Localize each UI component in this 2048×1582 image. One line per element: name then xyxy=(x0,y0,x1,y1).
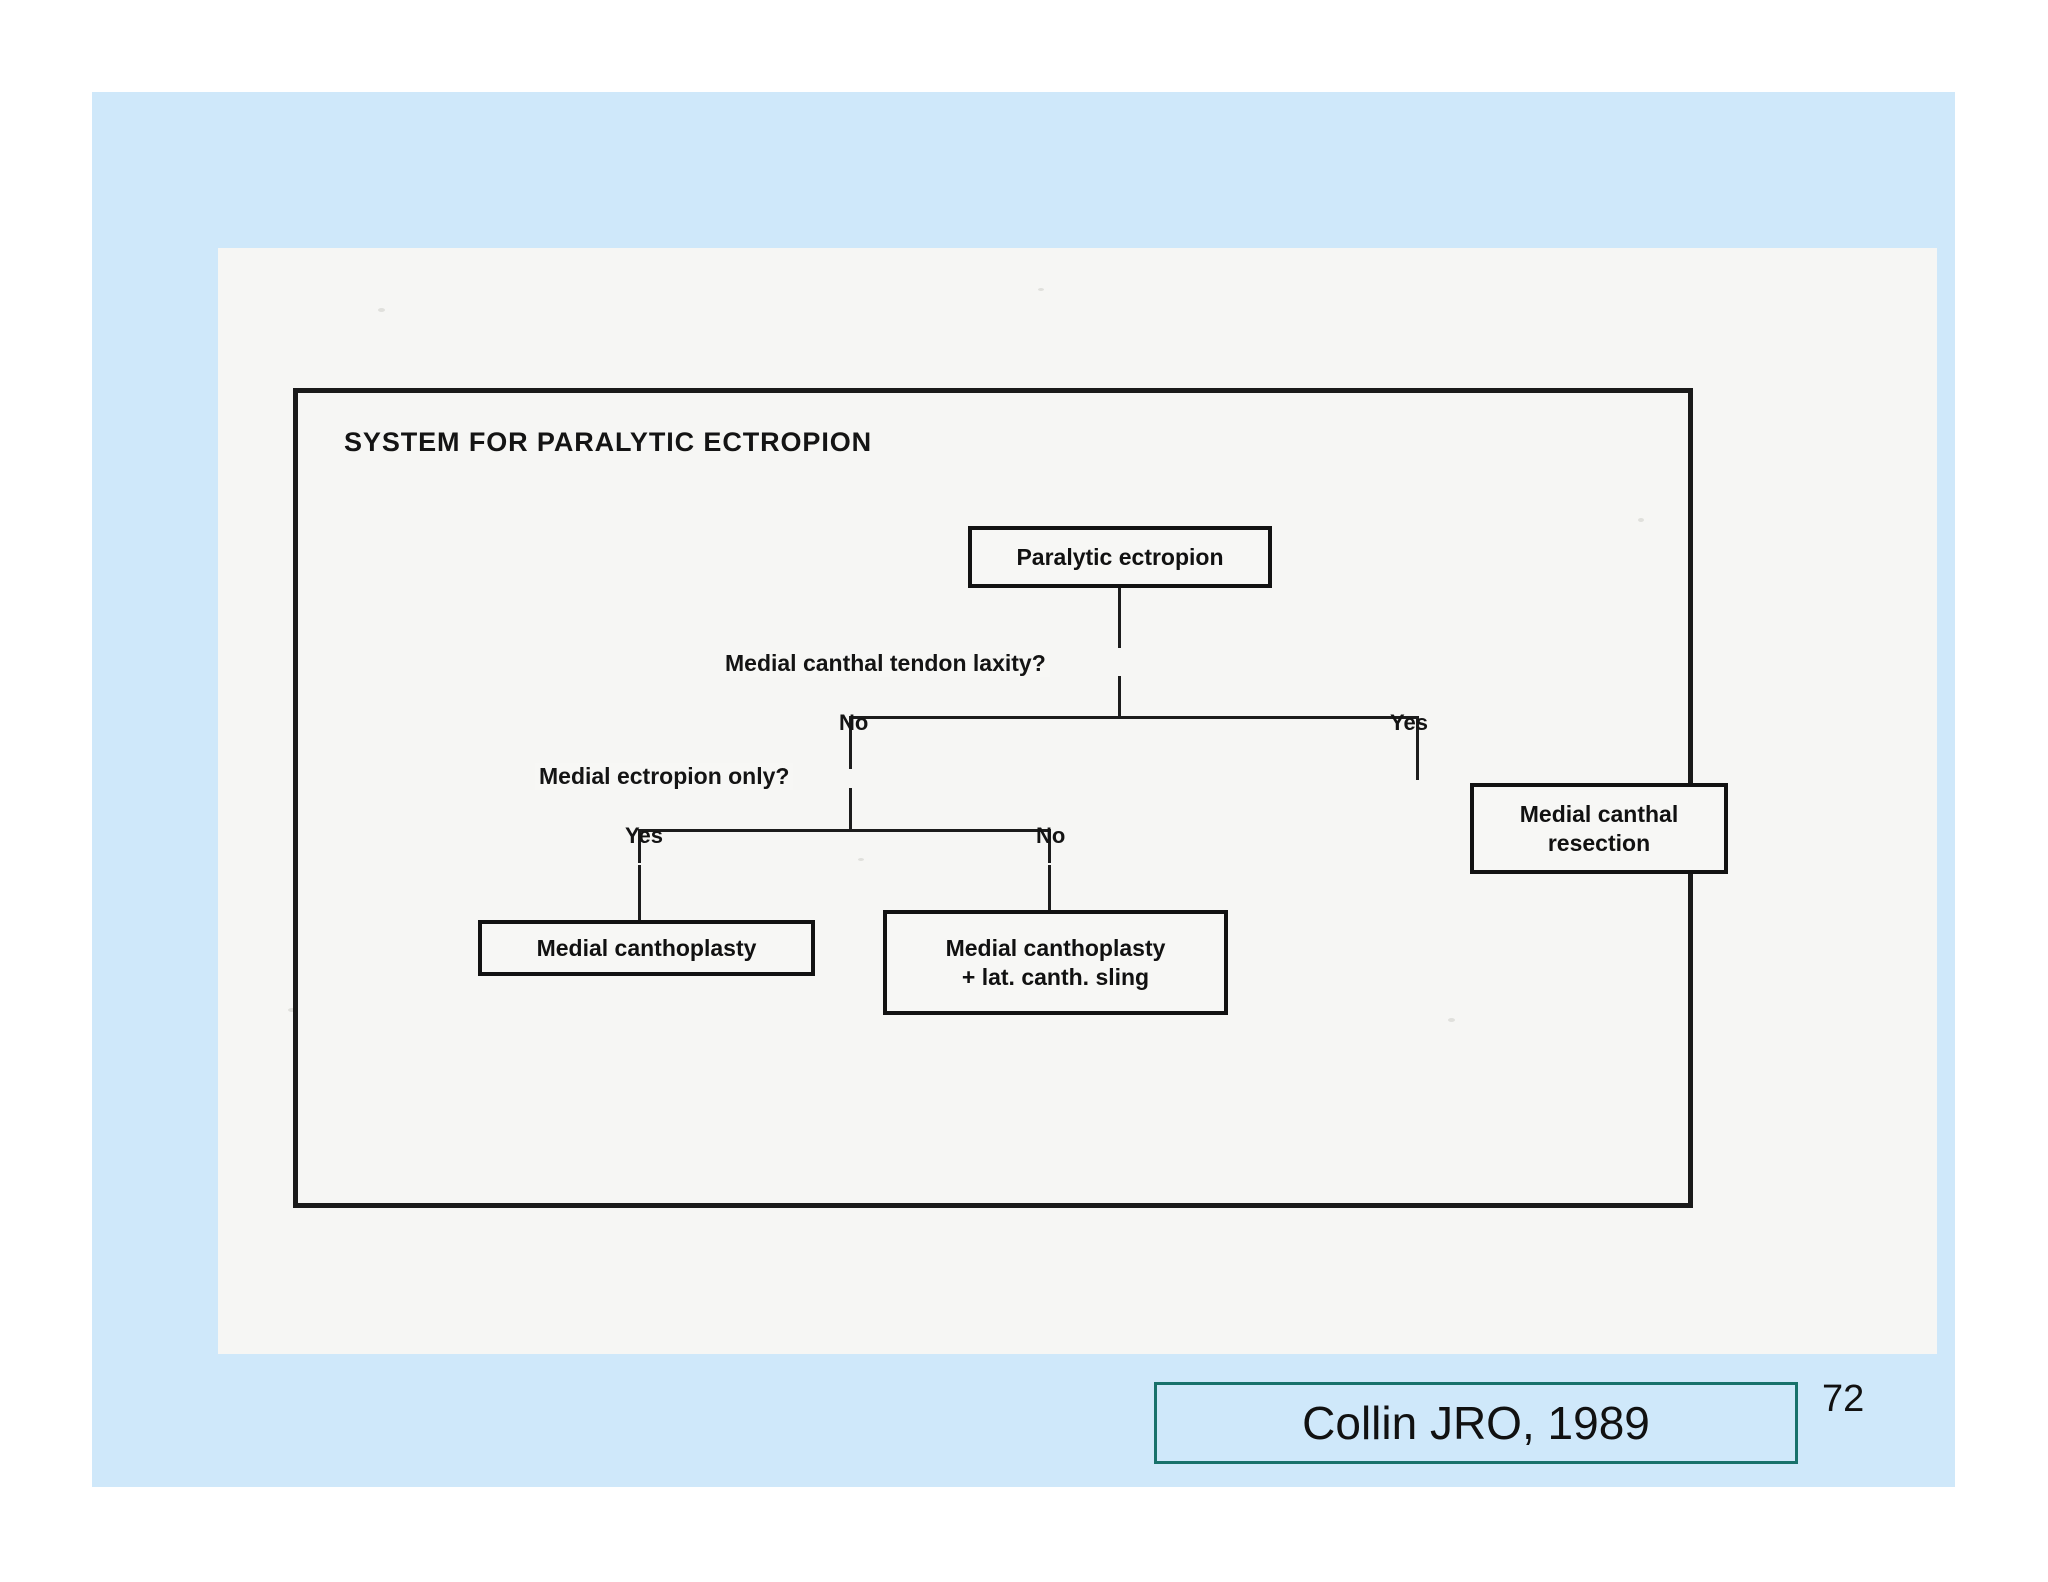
branch-label-q2-no: No xyxy=(1036,823,1066,848)
connector-split2-right-drop xyxy=(1048,829,1051,863)
connector-split2-horizontal xyxy=(638,829,1050,832)
citation-box: Collin JRO, 1989 xyxy=(1154,1382,1798,1464)
citation-text: Collin JRO, 1989 xyxy=(1302,1397,1650,1449)
slide-canvas: SYSTEM FOR PARALYTIC ECTROPION xyxy=(92,92,1955,1487)
node-medial-canthal-resection: Medial canthal resection xyxy=(1470,783,1728,874)
node-right-label-line1: Medial canthoplasty xyxy=(945,934,1166,961)
connector-q1-stub xyxy=(1118,676,1121,718)
connector-to-right-outcome xyxy=(1048,865,1051,912)
scanned-figure-region: SYSTEM FOR PARALYTIC ECTROPION xyxy=(218,248,1937,1354)
chart-title: SYSTEM FOR PARALYTIC ECTROPION xyxy=(344,427,873,457)
connector-split2-left-drop xyxy=(638,829,641,863)
node-medial-canthoplasty: Medial canthoplasty xyxy=(478,920,815,976)
connector-to-left-outcome xyxy=(638,865,641,922)
flowchart-canvas: Paralytic ectropion Medial canthal tendo… xyxy=(298,393,1728,1203)
node-left-label: Medial canthoplasty xyxy=(536,934,757,961)
question-medial-ectropion-only: Medial ectropion only? xyxy=(535,763,794,790)
connector-no1-drop xyxy=(849,743,852,769)
branch-label-q2-yes: Yes xyxy=(625,823,663,848)
branch-label-q1-no: No xyxy=(839,710,869,735)
connector-split1-left-drop xyxy=(849,716,852,752)
branch-label-q1-yes: Yes xyxy=(1390,710,1428,735)
node-resection-label-line1: Medial canthal xyxy=(1519,800,1679,827)
node-medial-canthoplasty-plus-sling: Medial canthoplasty + lat. canth. sling xyxy=(883,910,1228,1015)
question-medial-canthal-tendon-laxity: Medial canthal tendon laxity? xyxy=(721,650,1050,677)
node-root-label: Paralytic ectropion xyxy=(1016,543,1224,570)
node-resection-label-line2: resection xyxy=(1547,829,1651,856)
page-number: 72 xyxy=(1822,1378,1865,1420)
connector-split1-right-drop xyxy=(1416,716,1419,780)
flowchart-frame: SYSTEM FOR PARALYTIC ECTROPION xyxy=(293,388,1728,1208)
node-right-label-line2: + lat. canth. sling xyxy=(961,963,1150,990)
connector-root-to-q1 xyxy=(1118,588,1121,648)
connector-q2-stub xyxy=(849,788,852,830)
node-paralytic-ectropion: Paralytic ectropion xyxy=(968,526,1272,588)
connector-split1-horizontal xyxy=(849,716,1419,719)
